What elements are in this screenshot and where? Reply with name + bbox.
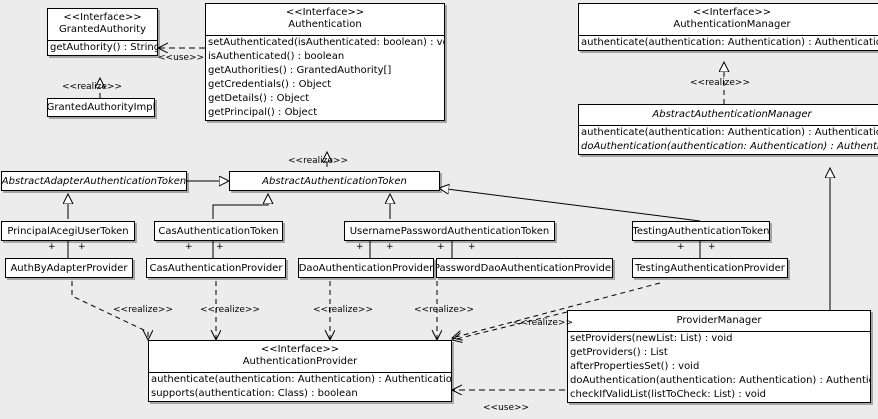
divider [568,331,870,332]
class-member: supports(authentication: Class) : boolea… [151,388,358,399]
class-member: setProviders(newList: List) : void [570,333,733,344]
class-name: PasswordDaoAuthenticationProvider [436,262,613,274]
member-list: getAuthority() : String [48,41,157,55]
class-member: doAuthentication(authentication: Authent… [581,141,878,152]
class-member: doAuthentication(authentication: Authent… [570,375,871,386]
class-member: checkIfValidList(listToCheck: List) : vo… [570,389,767,400]
edge-label-realize-dao-provider: <<realize>> [313,305,373,315]
class-name: AbstractAdapterAuthenticationToken [1,175,187,187]
member-list: authenticate(authentication: Authenticat… [149,373,451,401]
multiplicity-upat-right: + [468,242,476,252]
class-name: AuthenticationManager [673,19,791,30]
class-granted-authority[interactable]: <<Interface>> GrantedAuthority getAuthor… [47,8,158,56]
multiplicity-principal-right: + [78,242,86,252]
class-dao-authentication-provider[interactable]: DaoAuthenticationProvider [298,258,434,278]
class-testing-authentication-token[interactable]: TestingAuthenticationToken [632,221,770,241]
class-member: authenticate(authentication: Authenticat… [581,37,878,48]
class-name: TestingAuthenticationToken [632,225,770,237]
class-member: afterPropertiesSet() : void [570,361,700,372]
class-member: getAuthority() : String [50,42,158,53]
class-member: setAuthenticated(isAuthenticated: boolea… [208,37,445,48]
multiplicity-upat-left-pwd: + [437,242,445,252]
multiplicity-testing-right: + [708,242,716,252]
edge-label-realize-granted-authority-impl: <<realize>> [62,82,122,92]
divider [579,125,878,126]
multiplicity-testing-left: + [677,242,685,252]
member-list: setProviders(newList: List) : void getPr… [568,332,870,402]
class-name: TestingAuthenticationProvider [635,262,785,274]
class-abstract-authentication-manager[interactable]: AbstractAuthenticationManager authentica… [578,104,878,155]
class-authentication-manager[interactable]: <<Interface>> AuthenticationManager auth… [578,3,878,51]
class-header: ProviderManager [568,311,870,331]
class-abstract-authentication-token[interactable]: AbstractAuthenticationToken [229,171,440,191]
stereotype-label: <<Interface>> [285,7,365,18]
class-name: CasAuthenticationProvider [149,262,283,274]
member-list: authenticate(authentication: Authenticat… [579,126,878,154]
multiplicity-principal-left: + [48,242,56,252]
class-member: getCredentials() : Object [208,79,332,90]
class-name: DaoAuthenticationProvider [298,262,434,274]
stereotype-label: <<Interface>> [692,7,772,18]
class-header: <<Interface>> GrantedAuthority [48,9,157,40]
multiplicity-upat-left: + [356,242,364,252]
class-member: getAuthorities() : GrantedAuthority[] [208,65,392,76]
edge-label-use-provider-manager: <<use>> [483,403,530,413]
class-name: AbstractAuthenticationToken [262,175,407,187]
class-name: GrantedAuthorityImpl [47,102,155,113]
class-name: CasAuthenticationToken [158,225,279,237]
class-provider-manager[interactable]: ProviderManager setProviders(newList: Li… [567,310,871,403]
class-header: <<Interface>> Authentication [206,4,444,35]
member-list: authenticate(authentication: Authenticat… [579,36,878,50]
class-principal-acegi-user-token[interactable]: PrincipalAcegiUserToken [1,221,135,241]
class-member: isAuthenticated() : boolean [208,51,345,62]
class-name: AbstractAuthenticationManager [652,109,812,120]
class-password-dao-authentication-provider[interactable]: PasswordDaoAuthenticationProvider [436,258,613,278]
class-name: Authentication [288,19,362,30]
edge-label-realize-password-dao-provider: <<realize>> [414,305,474,315]
class-granted-authority-impl[interactable]: GrantedAuthorityImpl [47,98,155,117]
class-auth-by-adapter-provider[interactable]: AuthByAdapterProvider [5,258,133,278]
class-abstract-adapter-authentication-token[interactable]: AbstractAdapterAuthenticationToken [1,171,187,191]
class-authentication-provider[interactable]: <<Interface>> AuthenticationProvider aut… [148,340,452,402]
class-cas-authentication-token[interactable]: CasAuthenticationToken [154,221,283,241]
class-name: PrincipalAcegiUserToken [7,225,129,237]
class-cas-authentication-provider[interactable]: CasAuthenticationProvider [146,258,286,278]
edge-label-realize-provider-manager: <<realize>> [513,318,573,328]
edge-label-realize-cas-provider: <<realize>> [200,305,260,315]
stereotype-label: <<Interface>> [63,12,142,23]
class-header: AbstractAuthenticationManager [579,105,878,125]
edge-label-realize-abstract-authentication-token: <<realize>> [288,156,348,166]
edge-label-realize-auth-by-adapter: <<realize>> [113,305,173,315]
class-member: getDetails() : Object [208,93,310,104]
class-authentication[interactable]: <<Interface>> Authentication setAuthenti… [205,3,445,121]
multiplicity-upat-right-dao: + [386,242,394,252]
class-testing-authentication-provider[interactable]: TestingAuthenticationProvider [632,258,788,278]
divider [579,35,878,36]
class-username-password-authentication-token[interactable]: UsernamePasswordAuthenticationToken [344,221,555,241]
multiplicity-cas-left: + [185,242,193,252]
class-member: authenticate(authentication: Authenticat… [151,374,452,385]
class-member: authenticate(authentication: Authenticat… [581,127,878,138]
divider [206,35,444,36]
class-header: <<Interface>> AuthenticationManager [579,4,878,35]
class-member: getProviders() : List [570,347,668,358]
divider [48,40,157,41]
class-header: <<Interface>> AuthenticationProvider [149,341,451,372]
class-member: getPrincipal() : Object [208,107,318,118]
edge-label-use-granted-authority: <<use>> [158,53,205,63]
class-name: AuthByAdapterProvider [10,262,128,274]
class-name: AuthenticationProvider [242,356,358,367]
class-name: UsernamePasswordAuthenticationToken [349,225,550,237]
stereotype-label: <<Interface>> [260,344,340,355]
class-name: GrantedAuthority [58,24,147,35]
divider [149,372,451,373]
edge-label-realize-authentication-manager: <<realize>> [690,78,750,88]
multiplicity-cas-right: + [216,242,224,252]
class-name: ProviderManager [676,315,762,326]
member-list: setAuthenticated(isAuthenticated: boolea… [206,36,444,120]
